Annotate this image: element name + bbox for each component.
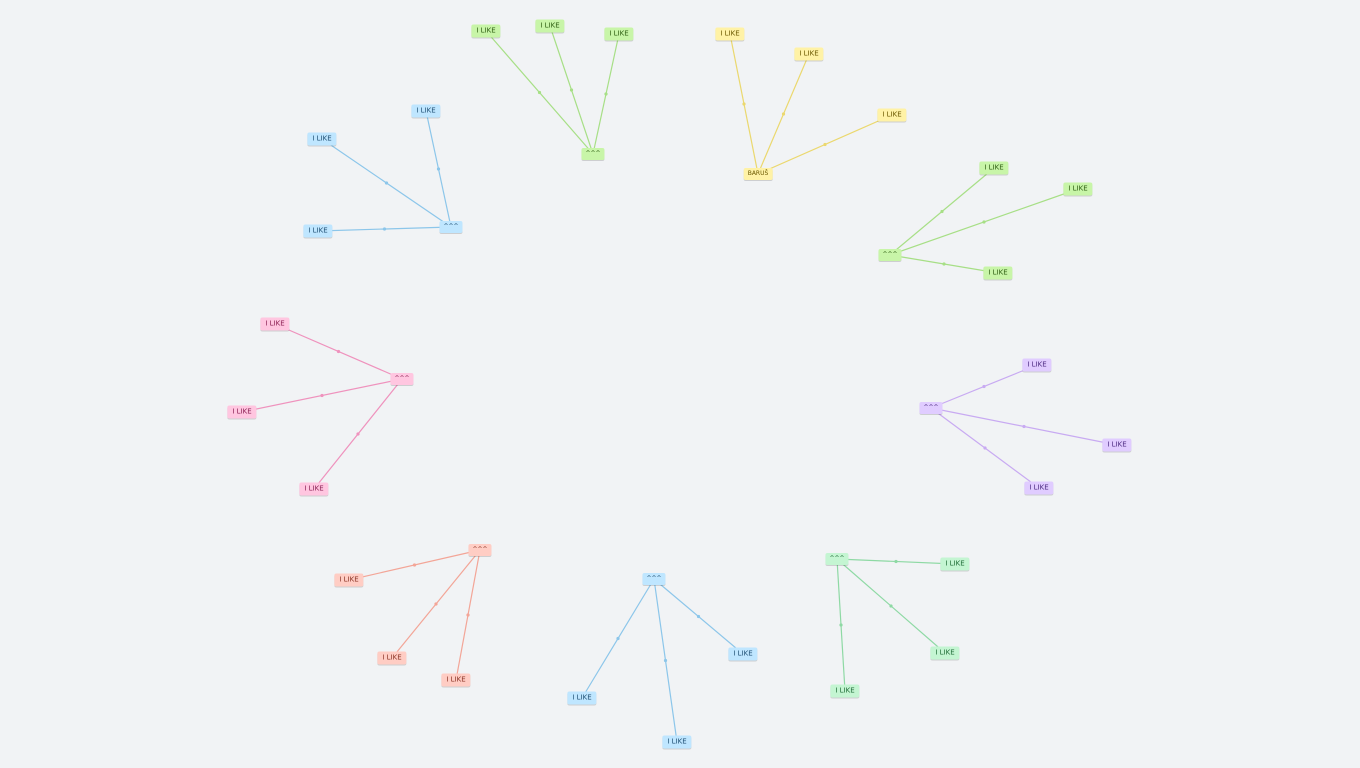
connector-midpoint-dot xyxy=(889,604,893,608)
subtopic-node[interactable]: I LIKE xyxy=(930,646,960,660)
connector-midpoint-dot xyxy=(894,559,898,564)
connector-midpoint-dot xyxy=(942,262,946,266)
connector-midpoint-dot xyxy=(1022,424,1026,429)
connector-midpoint-dot xyxy=(384,181,389,185)
connector-midpoint-dot xyxy=(616,636,620,641)
subtopic-node[interactable]: I LIKE xyxy=(1024,481,1054,495)
subtopic-node[interactable]: I LIKE xyxy=(334,573,364,587)
connector-midpoint-dot xyxy=(569,88,574,92)
connector-midpoint-dot xyxy=(839,623,843,627)
subtopic-node[interactable]: I LIKE xyxy=(303,224,333,238)
connector-midpoint-dot xyxy=(320,393,324,398)
subtopic-node[interactable]: I LIKE xyxy=(604,27,634,41)
connector-midpoint-dot xyxy=(466,613,470,617)
central-topic-node[interactable]: ^^^ xyxy=(825,553,849,565)
connector-midpoint-dot xyxy=(356,432,360,436)
central-topic-node[interactable]: ^^^ xyxy=(878,249,902,261)
subtopic-node[interactable]: I LIKE xyxy=(307,132,337,146)
connector-midpoint-dot xyxy=(742,102,746,106)
subtopic-node[interactable]: I LIKE xyxy=(715,27,745,41)
connector-midpoint-dot xyxy=(434,602,438,606)
central-topic-node[interactable]: ^^^ xyxy=(642,573,666,585)
connector-midpoint-dot xyxy=(537,90,542,95)
connector-midpoint-dot xyxy=(382,227,387,231)
subtopic-node[interactable]: I LIKE xyxy=(877,108,907,122)
subtopic-node[interactable]: I LIKE xyxy=(1022,358,1052,372)
subtopic-node[interactable]: I LIKE xyxy=(227,405,257,419)
connector-midpoint-dot xyxy=(604,92,608,96)
subtopic-node[interactable]: I LIKE xyxy=(411,104,441,118)
central-topic-node[interactable]: BARUŠ xyxy=(743,168,773,180)
subtopic-node[interactable]: I LIKE xyxy=(441,673,471,687)
connector-midpoint-dot xyxy=(982,384,986,389)
subtopic-node[interactable]: I LIKE xyxy=(728,647,758,661)
subtopic-node[interactable]: I LIKE xyxy=(1102,438,1132,452)
connector-midpoint-dot xyxy=(940,209,944,214)
subtopic-node[interactable]: I LIKE xyxy=(567,691,597,705)
central-topic-node[interactable]: ^^^ xyxy=(581,148,605,160)
subtopic-node[interactable]: I LIKE xyxy=(471,24,501,38)
connector-midpoint-dot xyxy=(336,349,341,354)
subtopic-node[interactable]: I LIKE xyxy=(535,19,565,33)
subtopic-node[interactable]: I LIKE xyxy=(662,735,692,749)
subtopic-node[interactable]: I LIKE xyxy=(377,651,407,665)
subtopic-node[interactable]: I LIKE xyxy=(979,161,1009,175)
subtopic-node[interactable]: I LIKE xyxy=(794,47,824,61)
connector-midpoint-dot xyxy=(983,446,987,450)
subtopic-node[interactable]: I LIKE xyxy=(299,482,329,496)
central-topic-node[interactable]: ^^^ xyxy=(390,373,414,385)
connector-midpoint-dot xyxy=(781,112,786,116)
connector-midpoint-dot xyxy=(823,142,827,147)
central-topic-node[interactable]: ^^^ xyxy=(919,402,943,414)
connector-midpoint-dot xyxy=(412,563,417,567)
connector-midpoint-dot xyxy=(663,658,668,663)
subtopic-node[interactable]: I LIKE xyxy=(940,557,970,571)
subtopic-node[interactable]: I LIKE xyxy=(260,317,290,331)
connector-midpoint-dot xyxy=(436,167,441,171)
subtopic-node[interactable]: I LIKE xyxy=(830,684,860,698)
subtopic-node[interactable]: I LIKE xyxy=(983,266,1013,280)
central-topic-node[interactable]: ^^^ xyxy=(468,544,492,556)
central-topic-node[interactable]: ^^^ xyxy=(439,221,463,233)
connector-midpoint-dot xyxy=(696,614,701,619)
connector-midpoint-dot xyxy=(982,220,986,224)
subtopic-node[interactable]: I LIKE xyxy=(1063,182,1093,196)
